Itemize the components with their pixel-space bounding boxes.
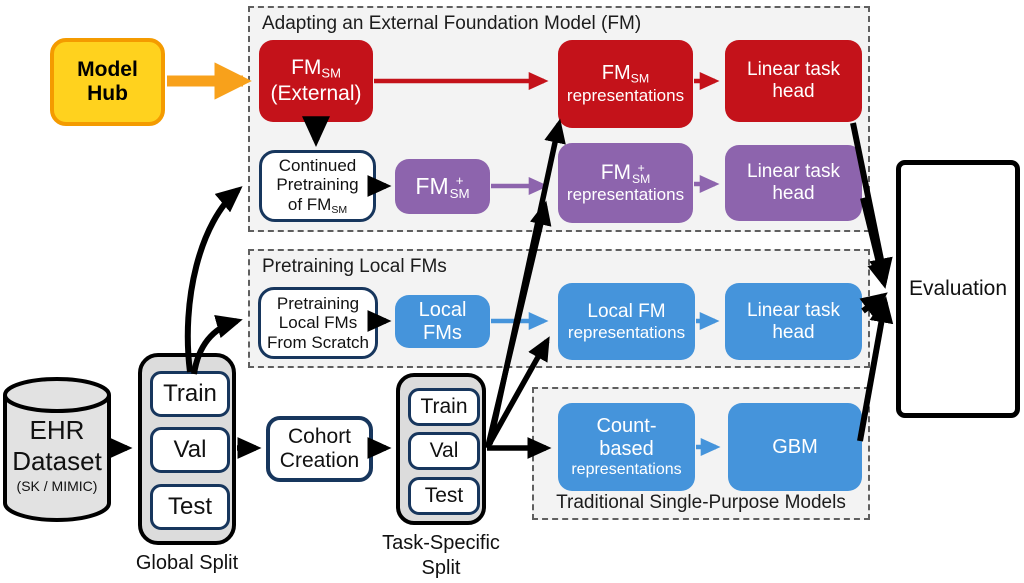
cp-line3-prefix: of FM (287, 195, 332, 215)
fm-plus-reps-fm: FM (600, 161, 632, 185)
fm-external-line2: (External) (270, 81, 362, 105)
pls-line1: Pretraining (276, 293, 360, 313)
lth-red-line1: Linear task (747, 59, 840, 81)
cohort-creation-node: Cohort Creation (266, 416, 373, 482)
section-traditional-title: Traditional Single-Purpose Models (556, 492, 846, 513)
fm-plus-reps-line2: representations (566, 185, 685, 205)
cohort-line2: Creation (279, 449, 360, 472)
count-line2: based (599, 437, 654, 460)
task-split-container: Train Val Test (396, 373, 486, 525)
task-split-caption: Task-Specific Split (361, 531, 521, 581)
lth-blue-line2: head (772, 321, 815, 343)
global-split-train-label: Train (163, 380, 217, 407)
evaluation-node: Evaluation (896, 160, 1020, 418)
fm-plus-reps-line1: FM +SM (601, 161, 651, 185)
model-hub-line1: Model (77, 57, 138, 81)
section-adapting-title: Adapting an External Foundation Model (F… (262, 13, 642, 34)
fm-plus-reps-sup: + (637, 160, 645, 175)
task-split-test-label: Test (424, 484, 464, 507)
fm-reps-line1: FMSM (602, 62, 649, 86)
linear-task-head-purple-node: Linear task head (725, 145, 862, 221)
fm-plus-reps-sub: SM (632, 172, 651, 187)
continued-pretraining-node: Continued Pretraining of FMSM (259, 150, 376, 222)
fm-sm-representations-node: FMSM representations (558, 40, 693, 128)
global-split-val-label: Val (173, 436, 207, 463)
fm-external-line1: FMSM (291, 56, 341, 82)
model-hub-node: Model Hub (50, 38, 165, 126)
fm-reps-sub: SM (630, 71, 650, 86)
lth-purple-line1: Linear task (747, 161, 840, 183)
pls-line2: Local FMs (278, 313, 358, 333)
local-fm-reps-line1: Local FM (587, 300, 666, 322)
model-hub-line2: Hub (87, 82, 128, 105)
cp-line1: Continued (278, 155, 357, 175)
evaluation-label: Evaluation (908, 277, 1008, 300)
cohort-line1: Cohort (287, 424, 352, 448)
count-based-representations-node: Count- based representations (558, 403, 695, 491)
global-split-caption: Global Split (135, 552, 239, 574)
fm-plus-sm-representations-node: FM +SM representations (558, 143, 693, 223)
linear-task-head-blue-node: Linear task head (725, 283, 862, 360)
ehr-line3: (SK / MIMIC) (16, 478, 98, 495)
fm-plus-sm-node: FM +SM (395, 159, 490, 214)
local-fm-reps-line2: representations (567, 322, 686, 342)
fm-external-fm: FM (291, 56, 322, 80)
global-split-test-label: Test (167, 493, 212, 520)
ehr-line2: Dataset (12, 445, 102, 476)
local-fm-representations-node: Local FM representations (558, 283, 695, 360)
ehr-dataset-label: EHR Dataset (SK / MIMIC) (2, 415, 112, 495)
task-split-val-label: Val (429, 439, 459, 462)
section-pretraining-title: Pretraining Local FMs (262, 256, 447, 277)
linear-task-head-red-node: Linear task head (725, 40, 862, 122)
fm-sm-external-node: FMSM (External) (259, 40, 373, 122)
fm-reps-line2: representations (566, 86, 685, 106)
task-split-caption-line2: Split (421, 557, 461, 579)
task-split-val: Val (408, 432, 480, 470)
ehr-line1: EHR (29, 415, 85, 445)
pls-line3: From Scratch (266, 332, 370, 352)
local-fms-line2: FMs (423, 321, 462, 344)
lth-purple-line2: head (772, 183, 815, 204)
fm-plus-sup: + (455, 172, 464, 188)
fm-plus-label: FM +SM (415, 173, 469, 199)
task-split-caption-line1: Task-Specific (382, 532, 500, 554)
gbm-node: GBM (728, 403, 862, 491)
global-split-container: Train Val Test (138, 353, 236, 545)
local-fms-node: Local FMs (395, 295, 490, 348)
global-split-val: Val (150, 427, 230, 473)
arrow-train-to-continuedpretraining (184, 186, 243, 373)
cp-line3: of FMSM (288, 195, 347, 216)
task-split-test: Test (408, 477, 480, 515)
cp-line2: Pretraining (276, 175, 359, 195)
lth-blue-line1: Linear task (747, 299, 840, 321)
global-split-test: Test (150, 484, 230, 530)
fm-external-sub: SM (321, 65, 341, 81)
cp-line3-sub: SM (331, 203, 348, 216)
fm-reps-fm: FM (601, 62, 631, 85)
pretraining-from-scratch-node: Pretraining Local FMs From Scratch (258, 287, 378, 359)
fm-plus-fm: FM (415, 173, 449, 200)
ehr-cylinder-icon (2, 377, 111, 522)
task-split-train-label: Train (420, 395, 468, 418)
task-split-train: Train (408, 388, 480, 426)
count-line1: Count- (596, 414, 657, 437)
gbm-label: GBM (772, 435, 818, 458)
global-split-train: Train (150, 371, 230, 417)
lth-red-line2: head (772, 81, 815, 102)
count-line3: representations (571, 460, 682, 478)
local-fms-line1: Local (418, 298, 467, 321)
fm-plus-sub: SM (449, 185, 470, 201)
